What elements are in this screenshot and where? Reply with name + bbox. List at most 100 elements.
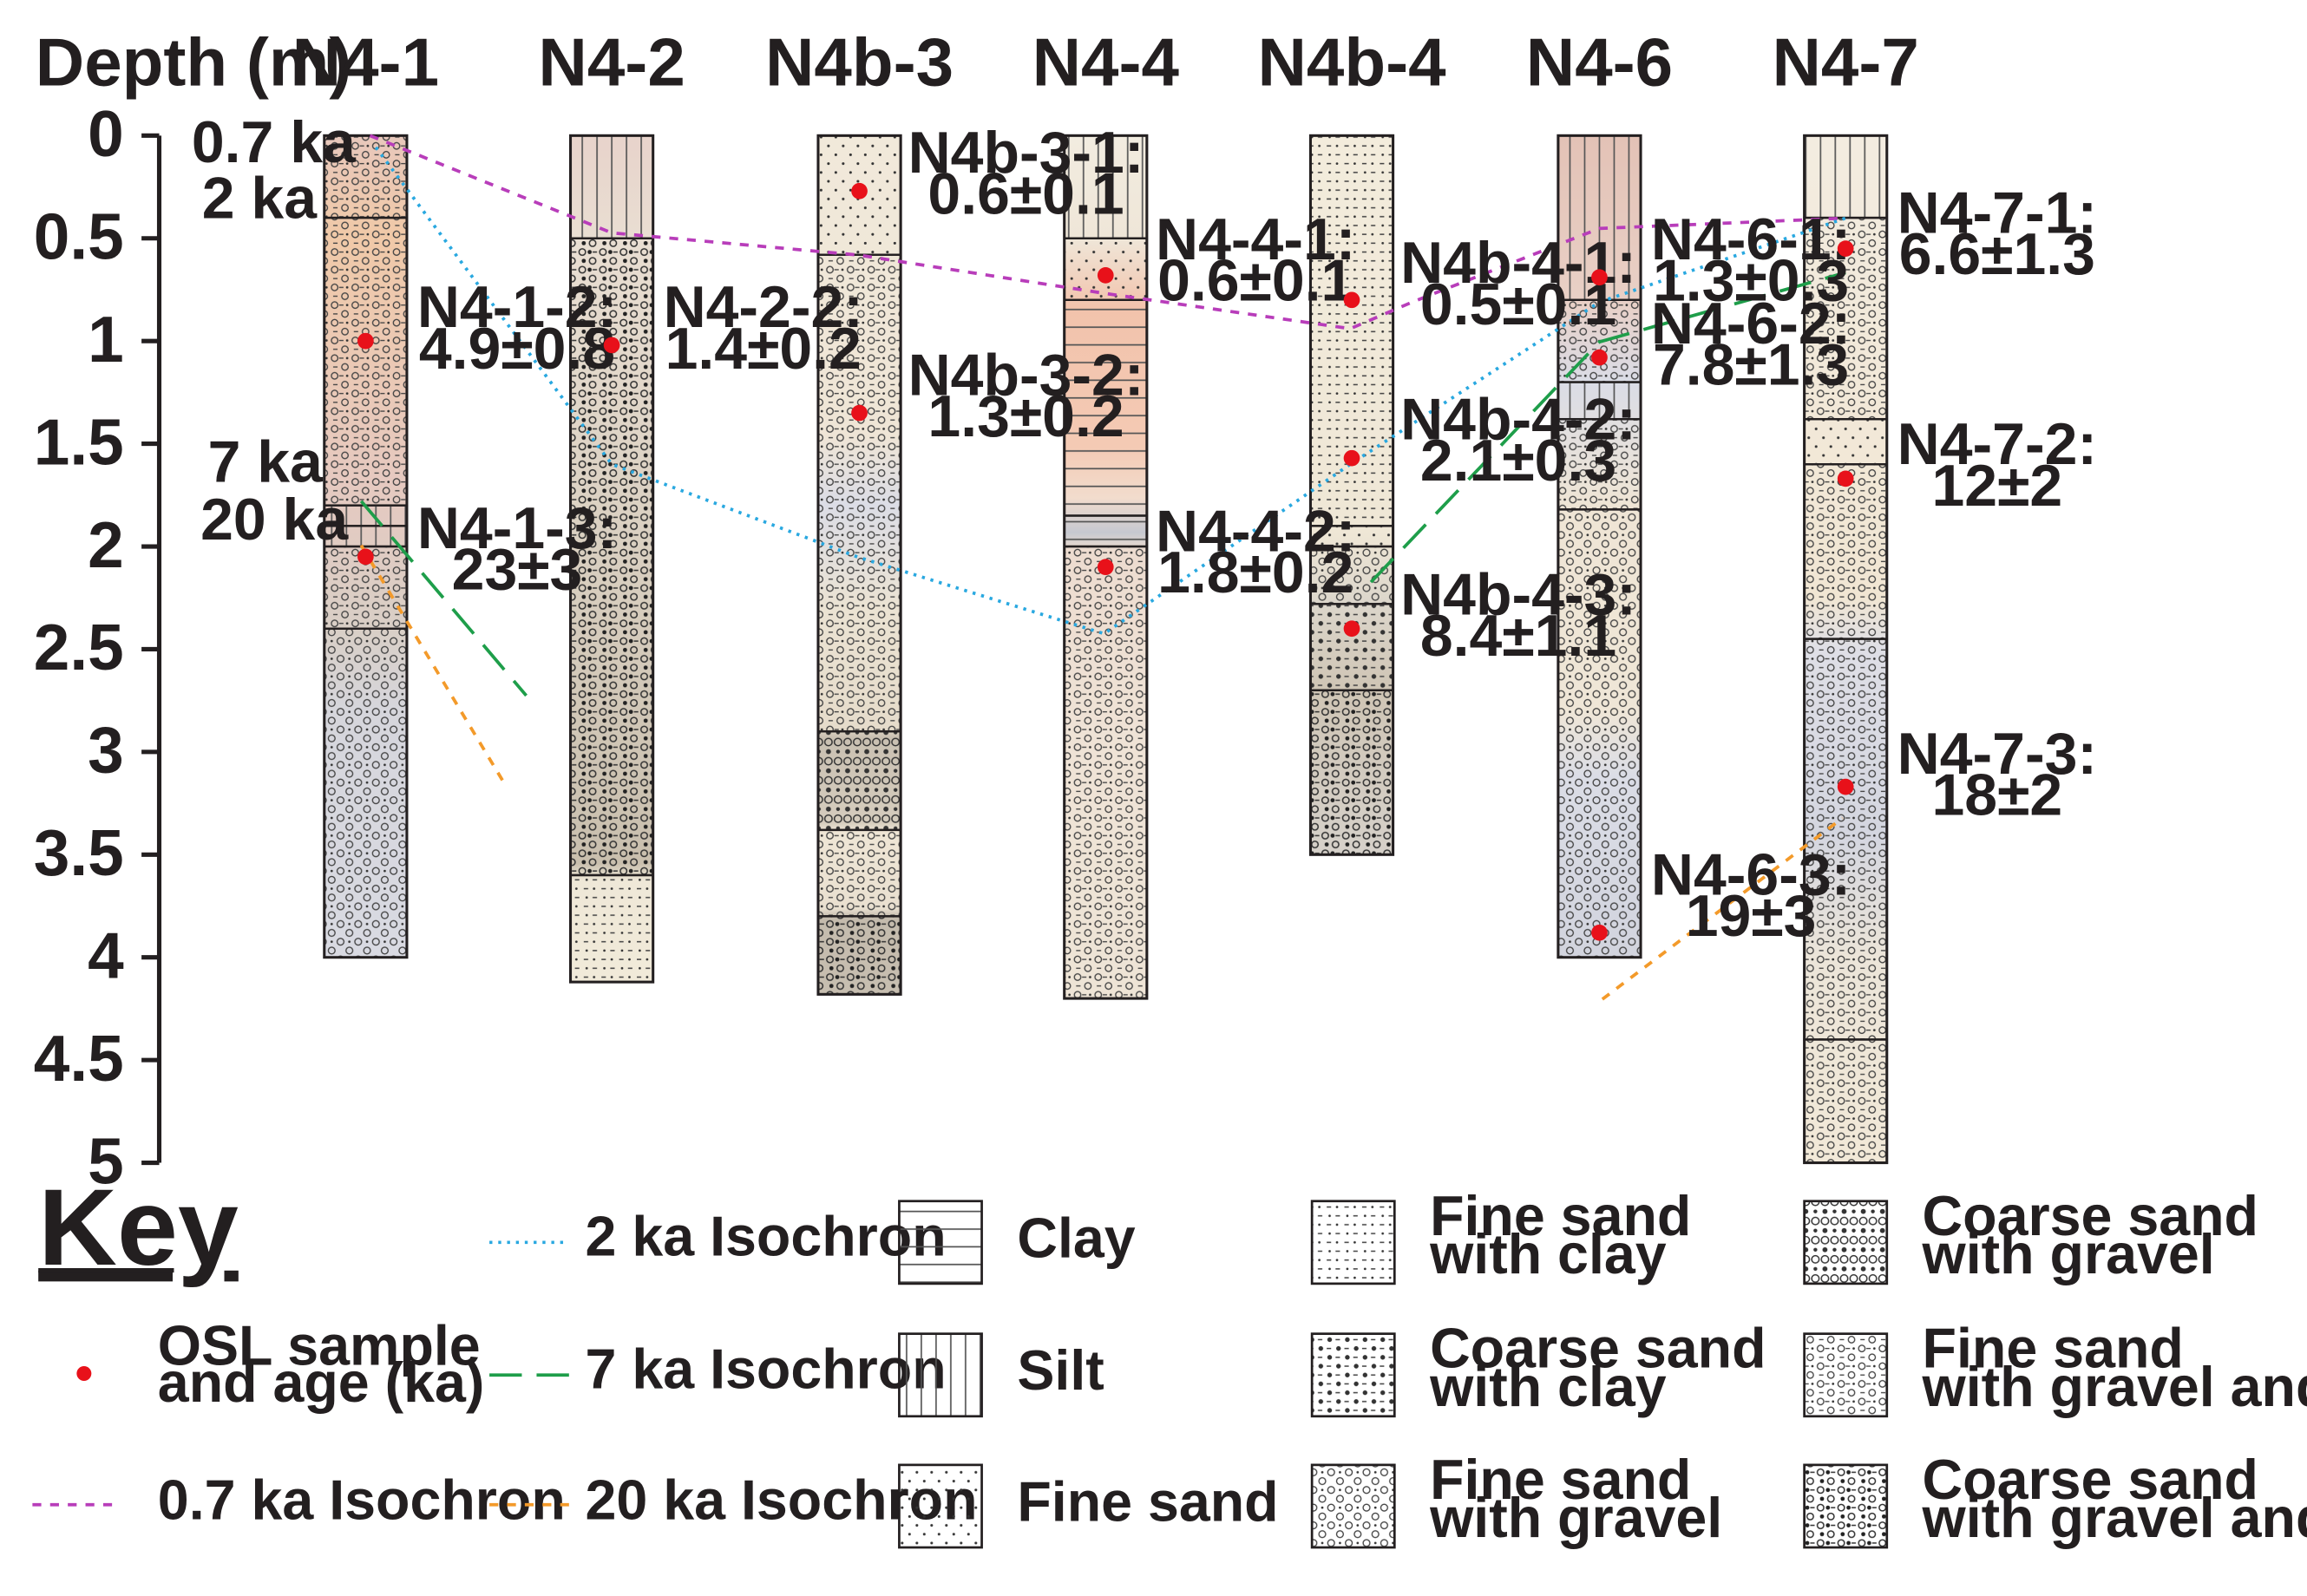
sample-label: N4b-3-2:: [908, 342, 1144, 408]
sample-age: 4.9±0.8: [419, 316, 615, 382]
column-header: N4-2: [538, 24, 685, 101]
sample-label: N4b-4-3:: [1400, 562, 1636, 628]
key-label-line1: Coarse sand: [1430, 1318, 1766, 1380]
depth-tick-label: 1.5: [34, 405, 124, 478]
column-outline: [1308, 134, 1395, 856]
layer-fsand-gravel-clay: [323, 134, 409, 219]
layer-fsand-gravel-clay: [1803, 463, 1888, 640]
column-N4b-4: N4b-4: [1257, 24, 1446, 856]
layer-fsand-gravel-clay: [816, 828, 902, 918]
layer-fsand-gravel: [323, 627, 409, 958]
column-header: N4-4: [1032, 24, 1180, 101]
key-swatch: [1310, 1200, 1396, 1285]
osl-sample: N4-2-2:1.4±0.2: [603, 274, 863, 382]
osl-sample: N4-7-2:12±2: [1837, 411, 2097, 519]
osl-key-line1: OSL sample: [158, 1314, 481, 1377]
isochron-tag-0.7ka: 0.7 ka: [192, 109, 357, 175]
osl-sample: N4b-3-1:0.6±0.1: [851, 120, 1144, 226]
sample-label: N4-6-1:: [1651, 206, 1851, 272]
key-label: Fine sand: [1017, 1470, 1278, 1533]
sample-label: N4-1-3:: [417, 495, 617, 561]
osl-sample-dot: [1591, 269, 1608, 286]
column-header: N4-6: [1526, 24, 1673, 101]
sample-label: N4b-3-1:: [908, 120, 1144, 186]
key-0.7ka-label: 0.7 ka Isochron: [158, 1469, 566, 1532]
layer-fsand-gravel-clay: [1063, 545, 1149, 1000]
key-label: Silt: [1017, 1339, 1104, 1402]
key-label-line2: with clay: [1429, 1223, 1667, 1285]
isochron-tags: 0.7 ka 2 ka 7 ka 20 ka: [192, 109, 357, 553]
osl-sample-dot: [357, 548, 374, 566]
depth-tick-label: 2.5: [34, 611, 124, 684]
sample-label: N4-1-2:: [417, 274, 617, 340]
layer-silt: [1803, 134, 1888, 219]
osl-sample-key-dot: [76, 1366, 92, 1382]
key-swatch: [898, 1200, 983, 1285]
sample-label: N4-2-2:: [664, 274, 863, 340]
key-swatch: [898, 1463, 983, 1549]
layer-csand-clay: [1309, 603, 1394, 692]
isochron-20ka-line-east: [1601, 816, 1844, 1001]
key-label-line1: Coarse sand: [1923, 1185, 2258, 1247]
column-N4-2: N4-2: [538, 24, 685, 984]
osl-sample-dot: [1097, 559, 1114, 576]
isochron-20ka-line: [359, 544, 508, 787]
sample-age: 7.8±1.3: [1653, 331, 1849, 397]
key-label-line1: Fine sand: [1923, 1318, 2184, 1380]
key-item-silt: Silt: [898, 1332, 1104, 1418]
column-header: N4-7: [1773, 24, 1919, 101]
column-outline: [323, 134, 409, 959]
sample-label: N4-6-3:: [1651, 841, 1851, 907]
column-outline: [568, 134, 655, 984]
osl-sample: N4-6-3:19±3: [1591, 841, 1851, 949]
sample-age: 1.8±0.2: [1157, 540, 1353, 605]
key-label-line2: with gravel and clay: [1922, 1487, 2307, 1549]
osl-sample-dot: [1343, 449, 1360, 467]
osl-sample-dot: [1837, 240, 1854, 257]
layer-fsand-gravel: [1557, 508, 1642, 958]
osl-samples: N4-1-2:4.9±0.8N4-1-3:23±3N4-2-2:1.4±0.2N…: [357, 120, 2097, 949]
osl-sample-dot: [1097, 267, 1114, 284]
key-label-line1: Fine sand: [1430, 1449, 1691, 1511]
sample-age: 8.4±1.1: [1420, 603, 1616, 669]
layer-fine-sand: [1803, 417, 1888, 466]
depth-axis: Depth (m) 00.511.522.533.544.55: [34, 24, 352, 1198]
isochron-7ka-line: [359, 500, 528, 697]
isochron-0.7ka-line: [369, 134, 1846, 330]
sample-age: 0.6±0.1: [927, 160, 1124, 226]
column-N4b-3: N4b-3: [765, 24, 954, 996]
osl-key-line2: and age (ka): [158, 1351, 485, 1414]
layer-fsand-clay: [1309, 134, 1394, 527]
key-item-clay: Clay: [898, 1200, 1136, 1285]
depth-tick-label: 5: [88, 1124, 124, 1197]
key-title: Key: [38, 1166, 239, 1288]
column-N4-7: N4-7: [1773, 24, 1919, 1165]
osl-sample-dot: [357, 332, 374, 350]
osl-sample: N4-7-3:18±2: [1837, 721, 2097, 828]
depth-tick-label: 0.5: [34, 200, 124, 273]
key-swatch: [1310, 1332, 1396, 1418]
sample-label: N4-4-2:: [1156, 498, 1355, 564]
key-swatch: [898, 1332, 983, 1418]
depth-tick-label: 0: [88, 97, 124, 170]
layer-fsand-clay: [569, 873, 654, 984]
osl-sample-dot: [1837, 470, 1854, 487]
sample-age: 0.5±0.1: [1420, 271, 1616, 337]
key-label-line2: with clay: [1429, 1356, 1667, 1418]
isochron-tag-2ka: 2 ka: [202, 165, 318, 231]
sample-label: N4-4-1:: [1156, 206, 1355, 272]
key-swatch: [1803, 1463, 1889, 1549]
sample-label: N4-7-1:: [1897, 180, 2097, 245]
key-label-line2: with gravel: [1429, 1487, 1722, 1549]
sample-age: 1.4±0.2: [665, 316, 862, 382]
key-label-line1: Coarse sand: [1923, 1449, 2258, 1511]
column-outline: [816, 134, 902, 996]
column-outline: [1063, 134, 1149, 1000]
osl-sample-dot: [1343, 620, 1360, 638]
key-swatch: [1803, 1200, 1889, 1285]
